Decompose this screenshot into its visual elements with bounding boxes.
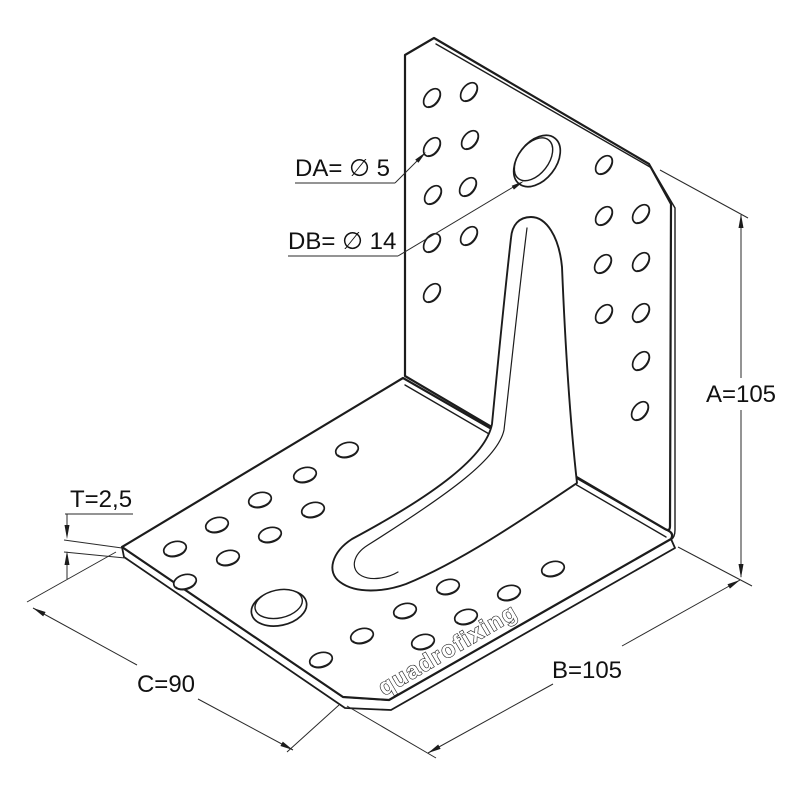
dimension-line [32, 607, 294, 751]
dimension-arrow [511, 181, 524, 190]
dimension-arrow [428, 744, 441, 753]
db-leader-line [397, 185, 516, 257]
extension-line [63, 551, 126, 559]
extension-line [677, 546, 753, 587]
dimension-a: A=105 [659, 169, 776, 587]
extension-line [346, 705, 437, 759]
dimension-t: T=2,5 [63, 486, 133, 579]
dimension-c: C=90 [26, 551, 340, 753]
db-label-text: DB= ∅ 14 [288, 228, 396, 255]
label-da: DA= ∅ 5 [295, 152, 426, 184]
stiffening-rib [331, 216, 578, 592]
dim-t-text: T=2,5 [70, 486, 132, 513]
dimension-arrow [64, 551, 70, 565]
label-db: DB= ∅ 14 [288, 181, 524, 257]
dimensions: DA= ∅ 5 DB= ∅ 14 A=105 B=105 [26, 152, 776, 759]
plate-top-thickness-line [435, 43, 651, 168]
dimension-arrow [727, 580, 740, 589]
da-label-text: DA= ∅ 5 [295, 155, 390, 182]
rib-crease-line [353, 227, 528, 580]
extension-line [63, 539, 123, 549]
rib-outline [331, 216, 578, 592]
dimension-arrow [415, 152, 426, 163]
dimension-line [427, 579, 741, 754]
dimension-arrow [33, 608, 46, 617]
dimension-b: B=105 [346, 579, 741, 759]
extension-line [286, 704, 340, 753]
da-leader-line [394, 157, 421, 184]
dim-b-text: B=105 [552, 657, 622, 684]
dimension-arrow [738, 214, 744, 228]
dimension-arrow [64, 525, 70, 539]
dimension-arrow [738, 564, 744, 578]
extension-line [659, 169, 749, 219]
dim-c-text: C=90 [137, 671, 195, 698]
hole-large-base [250, 588, 308, 627]
dim-a-text: A=105 [706, 381, 776, 408]
plate-right-thickness-line [650, 166, 676, 541]
extension-line [26, 551, 117, 603]
hole-large-vertical [512, 134, 562, 188]
dimension-arrow [280, 741, 293, 750]
